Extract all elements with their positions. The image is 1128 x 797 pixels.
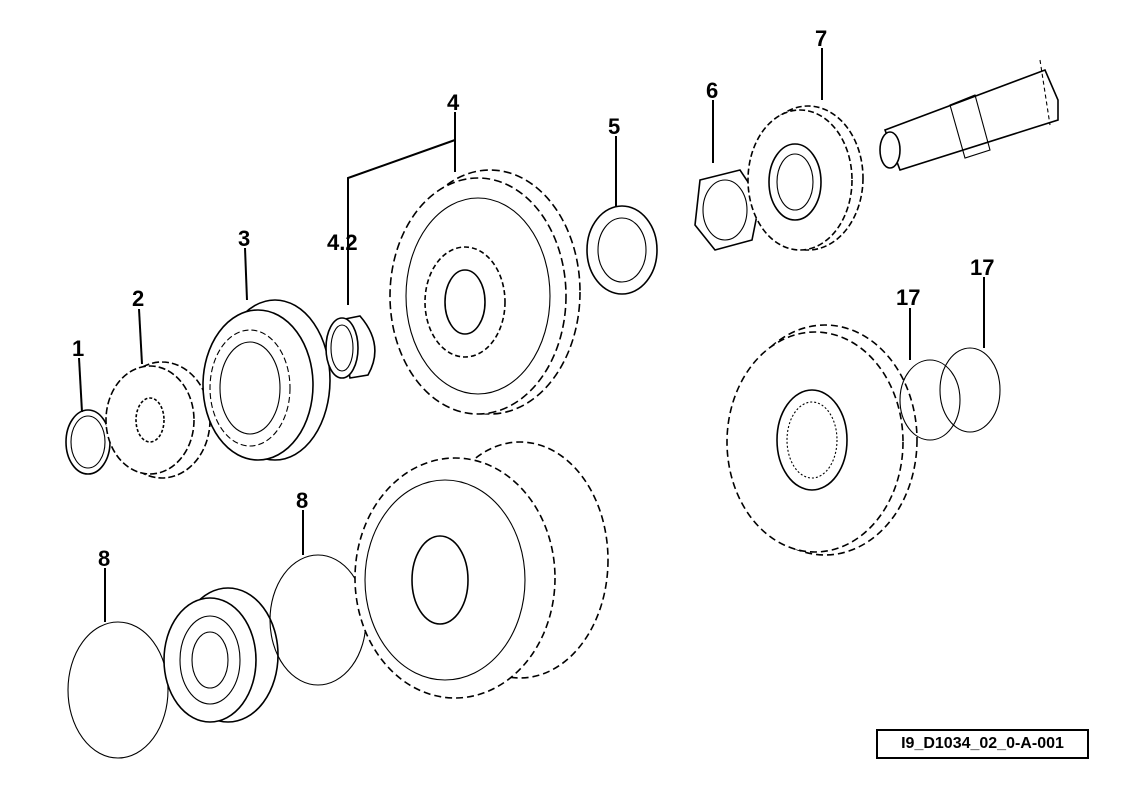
leader-lines bbox=[78, 48, 985, 622]
circlips-17-part bbox=[899, 347, 1001, 441]
callout-2: 2 bbox=[132, 286, 144, 311]
callout-3: 3 bbox=[238, 226, 250, 251]
large-gear-right-part bbox=[726, 324, 918, 556]
callout-labels: 1 2 3 4 4.2 5 6 7 17 17 8 8 bbox=[72, 26, 994, 571]
reference-code-box: I9_D1034_02_0-A-001 bbox=[876, 729, 1089, 759]
snap-ring-part bbox=[65, 409, 111, 475]
callout-7: 7 bbox=[815, 26, 827, 51]
gear-assembly-part bbox=[389, 169, 581, 415]
circlip-8-right-part bbox=[269, 554, 367, 686]
callout-6: 6 bbox=[706, 78, 718, 103]
gear-7-part bbox=[747, 105, 864, 251]
callout-1: 1 bbox=[72, 336, 84, 361]
shaft-part bbox=[879, 59, 1059, 171]
bearing-part bbox=[163, 587, 279, 723]
callout-4: 4 bbox=[447, 90, 460, 115]
callout-17a: 17 bbox=[896, 285, 920, 310]
bushing-part bbox=[325, 315, 376, 379]
sliding-sleeve-part bbox=[202, 299, 331, 461]
callout-4-2: 4.2 bbox=[327, 230, 358, 255]
callout-8a: 8 bbox=[98, 546, 110, 571]
splined-hub-part bbox=[105, 361, 211, 479]
hex-nut-part bbox=[694, 169, 761, 251]
double-gear-part bbox=[354, 441, 609, 699]
callout-5: 5 bbox=[608, 114, 620, 139]
thrust-washer-part bbox=[586, 205, 658, 295]
callout-8b: 8 bbox=[296, 488, 308, 513]
circlip-8-left-part bbox=[67, 621, 169, 759]
callout-17b: 17 bbox=[970, 255, 994, 280]
